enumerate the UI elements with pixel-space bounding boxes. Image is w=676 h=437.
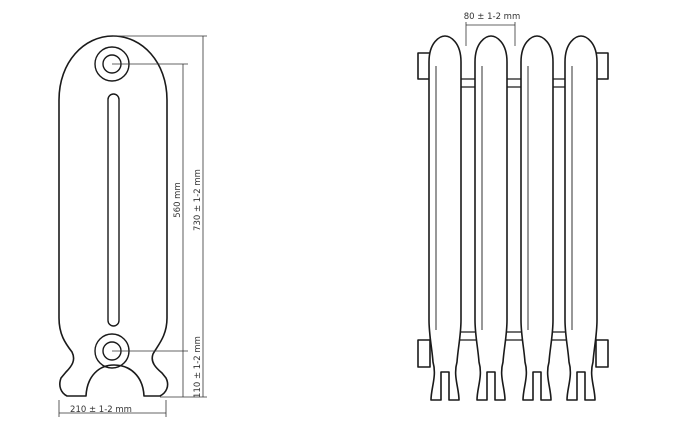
radiator-section-2 <box>474 35 508 401</box>
radiator-section-1 <box>428 35 462 401</box>
side-view: 560 mm 730 ± 1-2 mm 110 ± 1-2 mm 210 ± 1… <box>58 35 207 417</box>
label-height-total: 730 ± 1-2 mm <box>193 169 203 231</box>
plug-bottom-left <box>417 339 431 368</box>
radiator-section-3 <box>520 35 554 401</box>
side-view-slot <box>107 93 120 327</box>
radiator-section-4 <box>564 35 598 401</box>
side-view-body <box>58 35 169 397</box>
label-section-pitch: 80 ± 1-2 mm <box>464 12 521 22</box>
front-view: 80 ± 1-2 mm <box>417 12 609 401</box>
plug-bottom-right <box>595 339 609 368</box>
label-height-bottom: 110 ± 1-2 mm <box>193 336 203 398</box>
label-height-axis: 560 mm <box>173 182 183 218</box>
sections-group <box>428 35 598 401</box>
label-width-side: 210 ± 1-2 mm <box>70 405 132 415</box>
